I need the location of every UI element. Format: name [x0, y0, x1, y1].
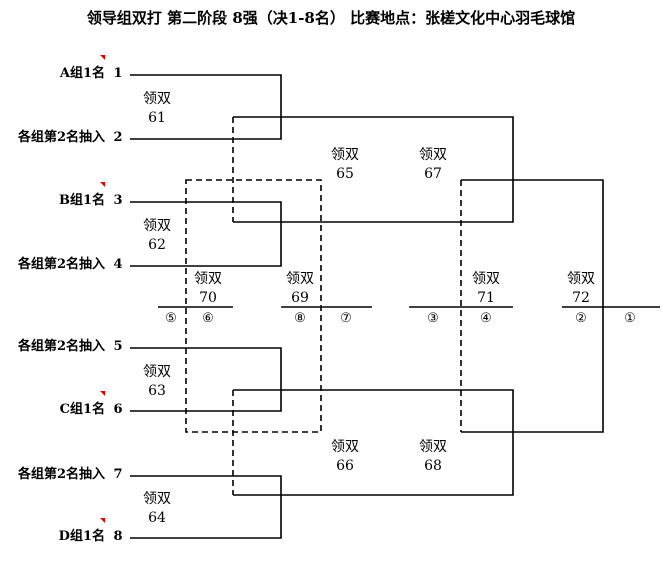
place-marker: ⑦ [340, 311, 352, 326]
match-event: 领双 [567, 271, 595, 287]
match-event: 领双 [143, 364, 171, 380]
seed-flag-icon [100, 182, 105, 187]
match-number: 72 [572, 290, 590, 306]
entrant-label: B组1名 [58, 193, 105, 208]
match-event: 领双 [194, 271, 222, 287]
entrant-label: 各组第2名抽入 [17, 467, 105, 482]
seed-number: 2 [113, 130, 123, 145]
seed-number: 6 [113, 402, 123, 417]
seed-flag-icon [100, 391, 105, 396]
seed-number: 7 [113, 467, 123, 482]
page-title: 领导组双打 第二阶段 8强（决1-8名） 比赛地点：张槎文化中心羽毛球馆 [86, 9, 576, 27]
entrant-label: 各组第2名抽入 [17, 257, 105, 272]
match-number: 63 [148, 383, 166, 399]
entrant-label: 各组第2名抽入 [17, 339, 105, 354]
match-event: 领双 [143, 491, 171, 507]
bracket-line-67 [461, 179, 604, 433]
seed-flag-icon [100, 55, 105, 60]
bracket-line-63 [130, 347, 282, 412]
dashed-line-70 [185, 179, 322, 433]
seed-number: 3 [113, 193, 123, 208]
bracket-line-64 [130, 475, 282, 539]
seed-flag-icon [100, 518, 105, 523]
match-event: 领双 [143, 218, 171, 234]
bracket-line-66 [233, 389, 514, 496]
match-number: 69 [291, 290, 309, 306]
bracket-line-62 [130, 201, 282, 267]
match-event: 领双 [286, 271, 314, 287]
match-number: 61 [148, 110, 166, 126]
match-event: 领双 [419, 147, 447, 163]
match-event: 领双 [143, 91, 171, 107]
match-event: 领双 [419, 439, 447, 455]
match-number: 64 [148, 510, 166, 526]
bracket-line-61 [130, 74, 282, 140]
match-event: 领双 [472, 271, 500, 287]
seed-number: 1 [113, 66, 123, 81]
place-marker: ⑤ [165, 311, 177, 326]
entrant-label: 各组第2名抽入 [17, 130, 105, 145]
match-number: 70 [199, 290, 217, 306]
match-event: 领双 [331, 439, 359, 455]
entrant-label: C组1名 [59, 402, 105, 417]
match-number: 66 [336, 458, 354, 474]
match-number: 67 [424, 166, 442, 182]
place-marker: ① [624, 311, 636, 326]
entrant-label: D组1名 [58, 529, 105, 544]
seed-number: 5 [113, 339, 123, 354]
match-event: 领双 [331, 147, 359, 163]
match-number: 71 [477, 290, 495, 306]
place-marker: ⑧ [294, 311, 306, 326]
bracket-line-65 [233, 116, 514, 223]
match-number: 62 [148, 237, 166, 253]
match-number: 68 [424, 458, 442, 474]
place-marker: ② [575, 311, 587, 326]
entrant-label: A组1名 [59, 66, 105, 81]
place-marker: ④ [480, 311, 492, 326]
seed-number: 4 [113, 257, 123, 272]
seed-number: 8 [113, 529, 123, 544]
place-marker: ③ [427, 311, 439, 326]
match-number: 65 [336, 166, 354, 182]
place-marker: ⑥ [202, 311, 214, 326]
